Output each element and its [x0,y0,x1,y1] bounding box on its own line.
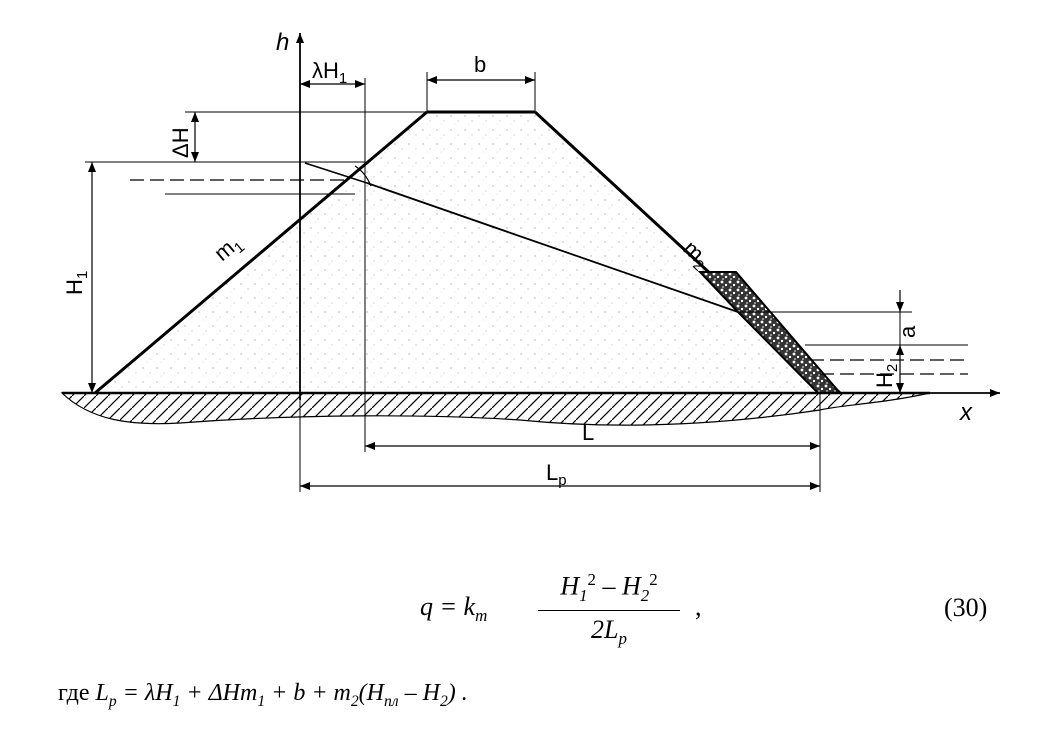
formula-numerator: H12 – H22 [538,570,680,611]
h1-label: H1 [62,271,91,295]
lambda-h1-label: λH1 [312,58,347,87]
dam-seepage-diagram: b λH1 ΔH H1 m1 m2 a H2 L Lp h x [60,29,1000,492]
h-axis-label: h [276,29,289,56]
delta-h-label: ΔH [168,127,193,158]
formula-denominator: 2Lp [591,614,627,649]
b-label: b [474,52,486,77]
x-axis-label: x [959,399,973,426]
dam-body [95,112,840,393]
phreatic-line-start [304,162,368,184]
ground-base [60,392,931,426]
formula-lhs: q = km [420,592,488,626]
formula-fraction: H12 – H22 2Lp [538,570,680,649]
upstream-slope-m1 [94,110,428,395]
lp-label: Lp [546,460,567,489]
equation-number: (30) [944,593,988,622]
formula-30: q = km H12 – H22 2Lp , [420,570,840,660]
l-label: L [582,420,594,445]
a-label: a [895,325,920,338]
phreatic-line [366,182,739,313]
where-definition: где Lp = λH1 + ΔHm1 + b + m2(Hпл – H2) . [58,680,468,710]
m1-label: m1 [209,230,248,269]
formula-comma: , [695,592,702,621]
phreatic-curve [354,165,372,187]
h2-label: H2 [872,364,901,388]
